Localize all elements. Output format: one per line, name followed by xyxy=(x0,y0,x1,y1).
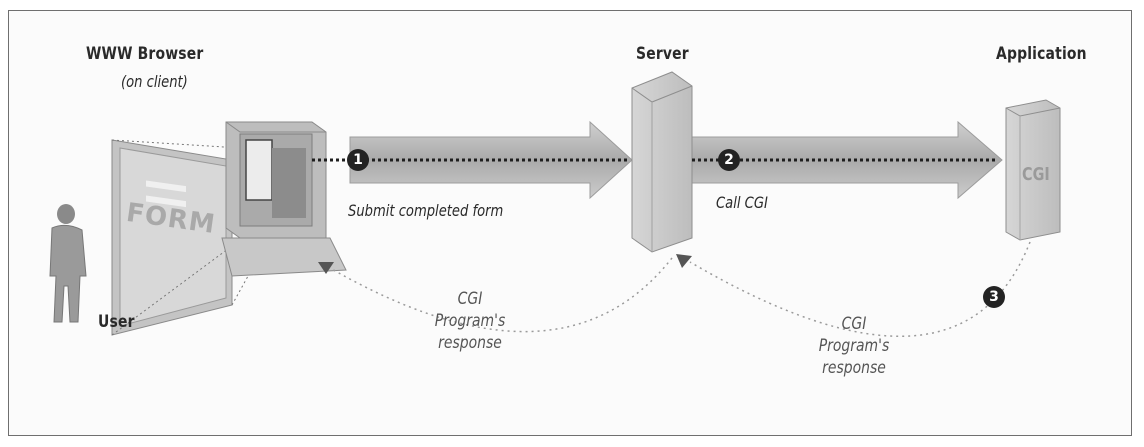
browser-window xyxy=(111,139,269,336)
response-arrowhead-1 xyxy=(318,262,334,274)
application-title: Application xyxy=(996,44,1087,64)
server-title: Server xyxy=(636,44,689,64)
application-box xyxy=(1005,99,1061,241)
response-arrowhead-2 xyxy=(676,254,692,268)
client-computer xyxy=(221,121,347,277)
step-2-label: Call CGI xyxy=(716,193,768,212)
browser-title: WWW Browser xyxy=(86,44,204,64)
request-arrow-2 xyxy=(689,120,1003,200)
response-label-2: CGI Program's response xyxy=(818,314,890,378)
response-label-1: CGI Program's response xyxy=(434,289,506,353)
server-box xyxy=(631,71,693,253)
browser-subtitle: (on client) xyxy=(121,72,188,91)
response-curve-2 xyxy=(689,241,1031,337)
user-label: User xyxy=(98,312,135,332)
step-2-badge: 2 xyxy=(718,149,740,171)
step-1-label: Submit completed form xyxy=(348,201,504,220)
step-3-badge: 3 xyxy=(983,286,1005,308)
cgi-box-text: CGI xyxy=(1022,164,1050,185)
user-figure xyxy=(49,204,87,323)
step-1-badge: 1 xyxy=(347,149,369,171)
request-arrow-1 xyxy=(349,120,633,200)
